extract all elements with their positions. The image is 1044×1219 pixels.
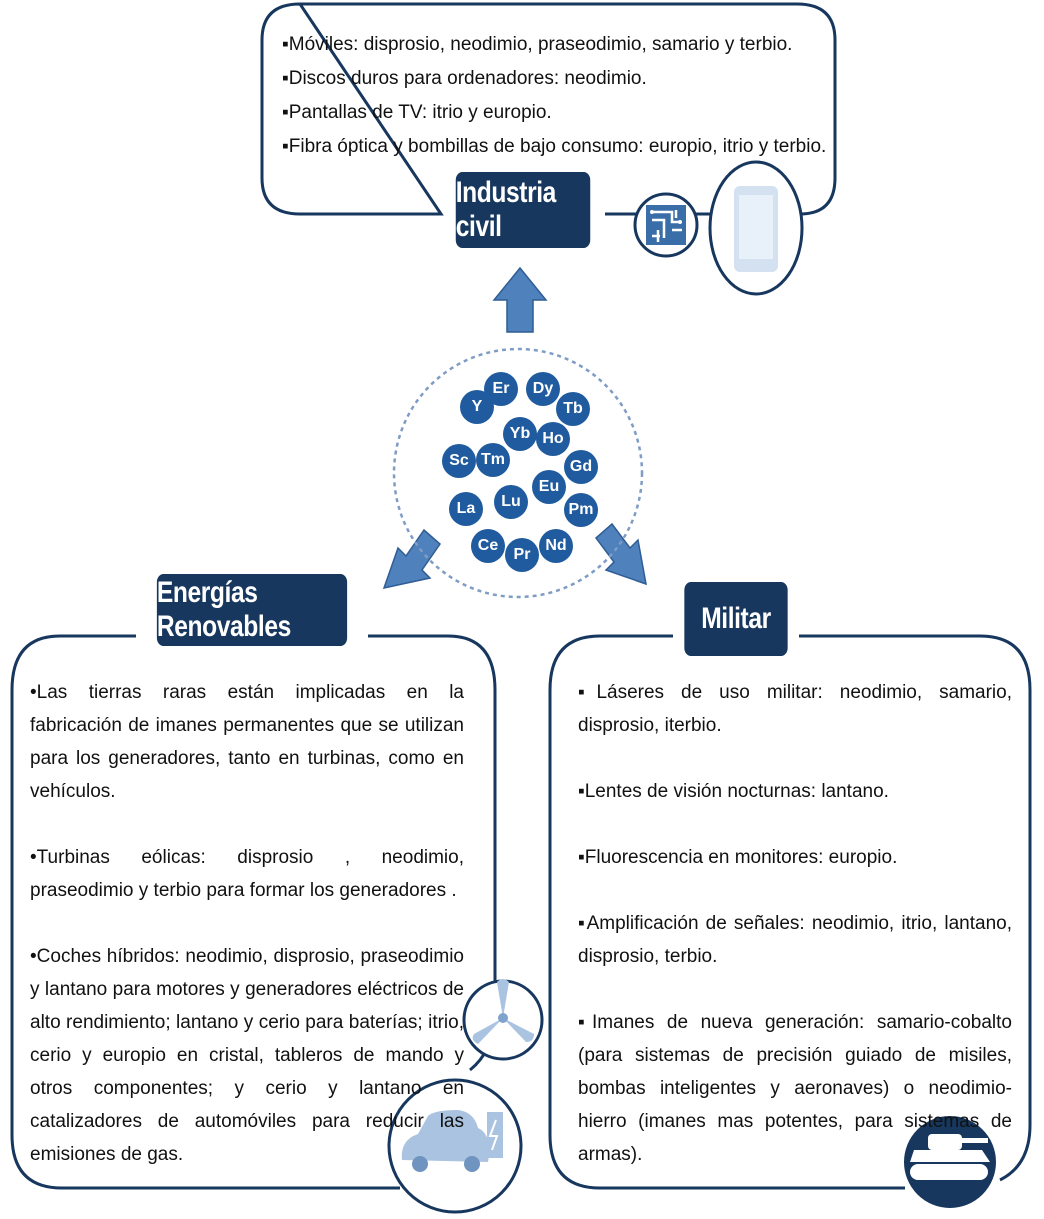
militar-item: ▪Amplificación de señales: neodimio, itr… xyxy=(578,913,1012,967)
renovables-item: •Turbinas eólicas: disprosio , neodimio,… xyxy=(30,847,464,901)
arrow-down-right xyxy=(594,522,647,586)
circuit-chip-icon xyxy=(633,192,699,258)
smartphone-icon xyxy=(708,160,804,296)
element-tb: Tb xyxy=(556,392,590,426)
civil-item: ▪Móviles: disprosio, neodimio, praseodim… xyxy=(282,34,793,55)
element-yb: Yb xyxy=(503,417,537,451)
element-la: La xyxy=(449,492,483,526)
element-y: Y xyxy=(460,390,494,424)
civil-item: ▪Discos duros para ordenadores: neodimio… xyxy=(282,68,647,89)
energias-renovables-list: •Las tierras raras están implicadas en l… xyxy=(30,676,464,1204)
industria-civil-list: ▪Móviles: disprosio, neodimio, praseodim… xyxy=(282,28,827,164)
militar-item: ▪Láseres de uso militar: neodimio, samar… xyxy=(578,682,1012,736)
militar-item: ▪Lentes de visión nocturnas: lantano. xyxy=(578,781,889,802)
element-sc: Sc xyxy=(442,444,476,478)
element-eu: Eu xyxy=(532,470,566,504)
element-ho: Ho xyxy=(536,422,570,456)
element-gd: Gd xyxy=(564,450,598,484)
civil-item: ▪Fibra óptica y bombillas de bajo consum… xyxy=(282,136,827,157)
arrow-down-left xyxy=(382,528,441,590)
element-ce: Ce xyxy=(471,529,505,563)
element-pm: Pm xyxy=(564,493,598,527)
element-lu: Lu xyxy=(494,485,528,519)
element-tm: Tm xyxy=(476,443,510,477)
electric-car-icon xyxy=(387,1078,523,1214)
militar-item: ▪Imanes de nueva generación: samario-cob… xyxy=(578,1012,1012,1165)
element-dy: Dy xyxy=(526,372,560,406)
wind-turbine-icon xyxy=(462,979,544,1061)
renovables-item: •Coches híbridos: neodimio, disprosio, p… xyxy=(30,946,464,1165)
civil-item: ▪Pantallas de TV: itrio y europio. xyxy=(282,102,552,123)
element-pr: Pr xyxy=(505,538,539,572)
industria-civil-box xyxy=(260,2,837,216)
renovables-item: •Las tierras raras están implicadas en l… xyxy=(30,682,464,802)
elements-cluster-circle xyxy=(392,347,644,599)
militar-list: ▪Láseres de uso militar: neodimio, samar… xyxy=(578,676,1012,1171)
militar-label: Militar xyxy=(684,582,788,656)
element-nd: Nd xyxy=(539,529,573,563)
industria-civil-label: Industria civil xyxy=(455,172,591,248)
energias-renovables-label: Energías Renovables xyxy=(156,574,348,646)
militar-item: ▪Fluorescencia en monitores: europio. xyxy=(578,847,898,868)
militar-box xyxy=(548,634,1032,1190)
tank-icon xyxy=(902,1114,998,1210)
arrow-up xyxy=(492,266,548,333)
